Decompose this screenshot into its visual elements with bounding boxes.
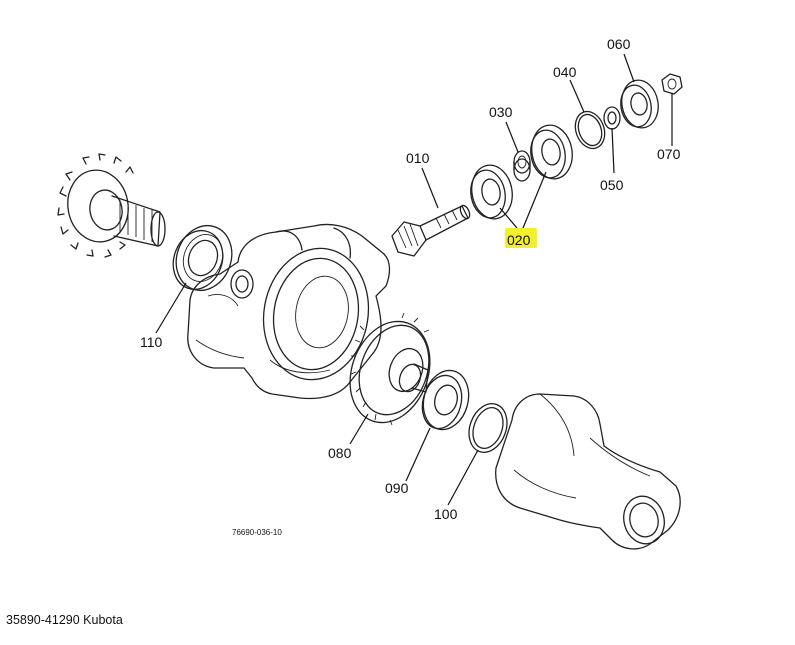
axle-case (495, 393, 681, 550)
callout-090[interactable]: 090 (385, 480, 409, 496)
bearing-090 (421, 369, 470, 431)
exploded-parts-diagram: 010 020 030 040 050 060 070 080 090 100 … (57, 36, 683, 550)
callout-050[interactable]: 050 (600, 177, 624, 193)
callout-010[interactable]: 010 (406, 150, 430, 166)
callout-040[interactable]: 040 (553, 64, 577, 80)
leader-lines (155, 53, 673, 506)
spur-gear-shaft (57, 153, 166, 258)
bearing-020-b (530, 124, 573, 180)
bearing-110 (172, 224, 233, 292)
callout-100[interactable]: 100 (434, 506, 458, 522)
drawing-reference: 76690-036-10 (232, 528, 282, 537)
highlight-box (505, 228, 537, 248)
bevel-gear-080 (349, 312, 431, 426)
callout-020[interactable]: 020 (507, 232, 531, 248)
callout-070[interactable]: 070 (657, 146, 681, 162)
nut-070 (661, 73, 683, 95)
image-caption: 35890-41290 Kubota (6, 613, 123, 627)
callout-060[interactable]: 060 (607, 36, 631, 52)
callout-030[interactable]: 030 (489, 104, 513, 120)
callout-labels: 010 020 030 040 050 060 070 080 090 100 … (140, 36, 681, 522)
shim-100 (468, 403, 508, 453)
collar-030 (513, 150, 531, 182)
oil-seal-060 (620, 79, 659, 129)
washer-050 (603, 106, 621, 130)
circlip-040 (574, 110, 606, 150)
callout-110[interactable]: 110 (140, 334, 163, 350)
bearing-020-a (470, 164, 513, 220)
callout-080[interactable]: 080 (328, 445, 352, 461)
bevel-pinion-shaft (391, 204, 471, 257)
